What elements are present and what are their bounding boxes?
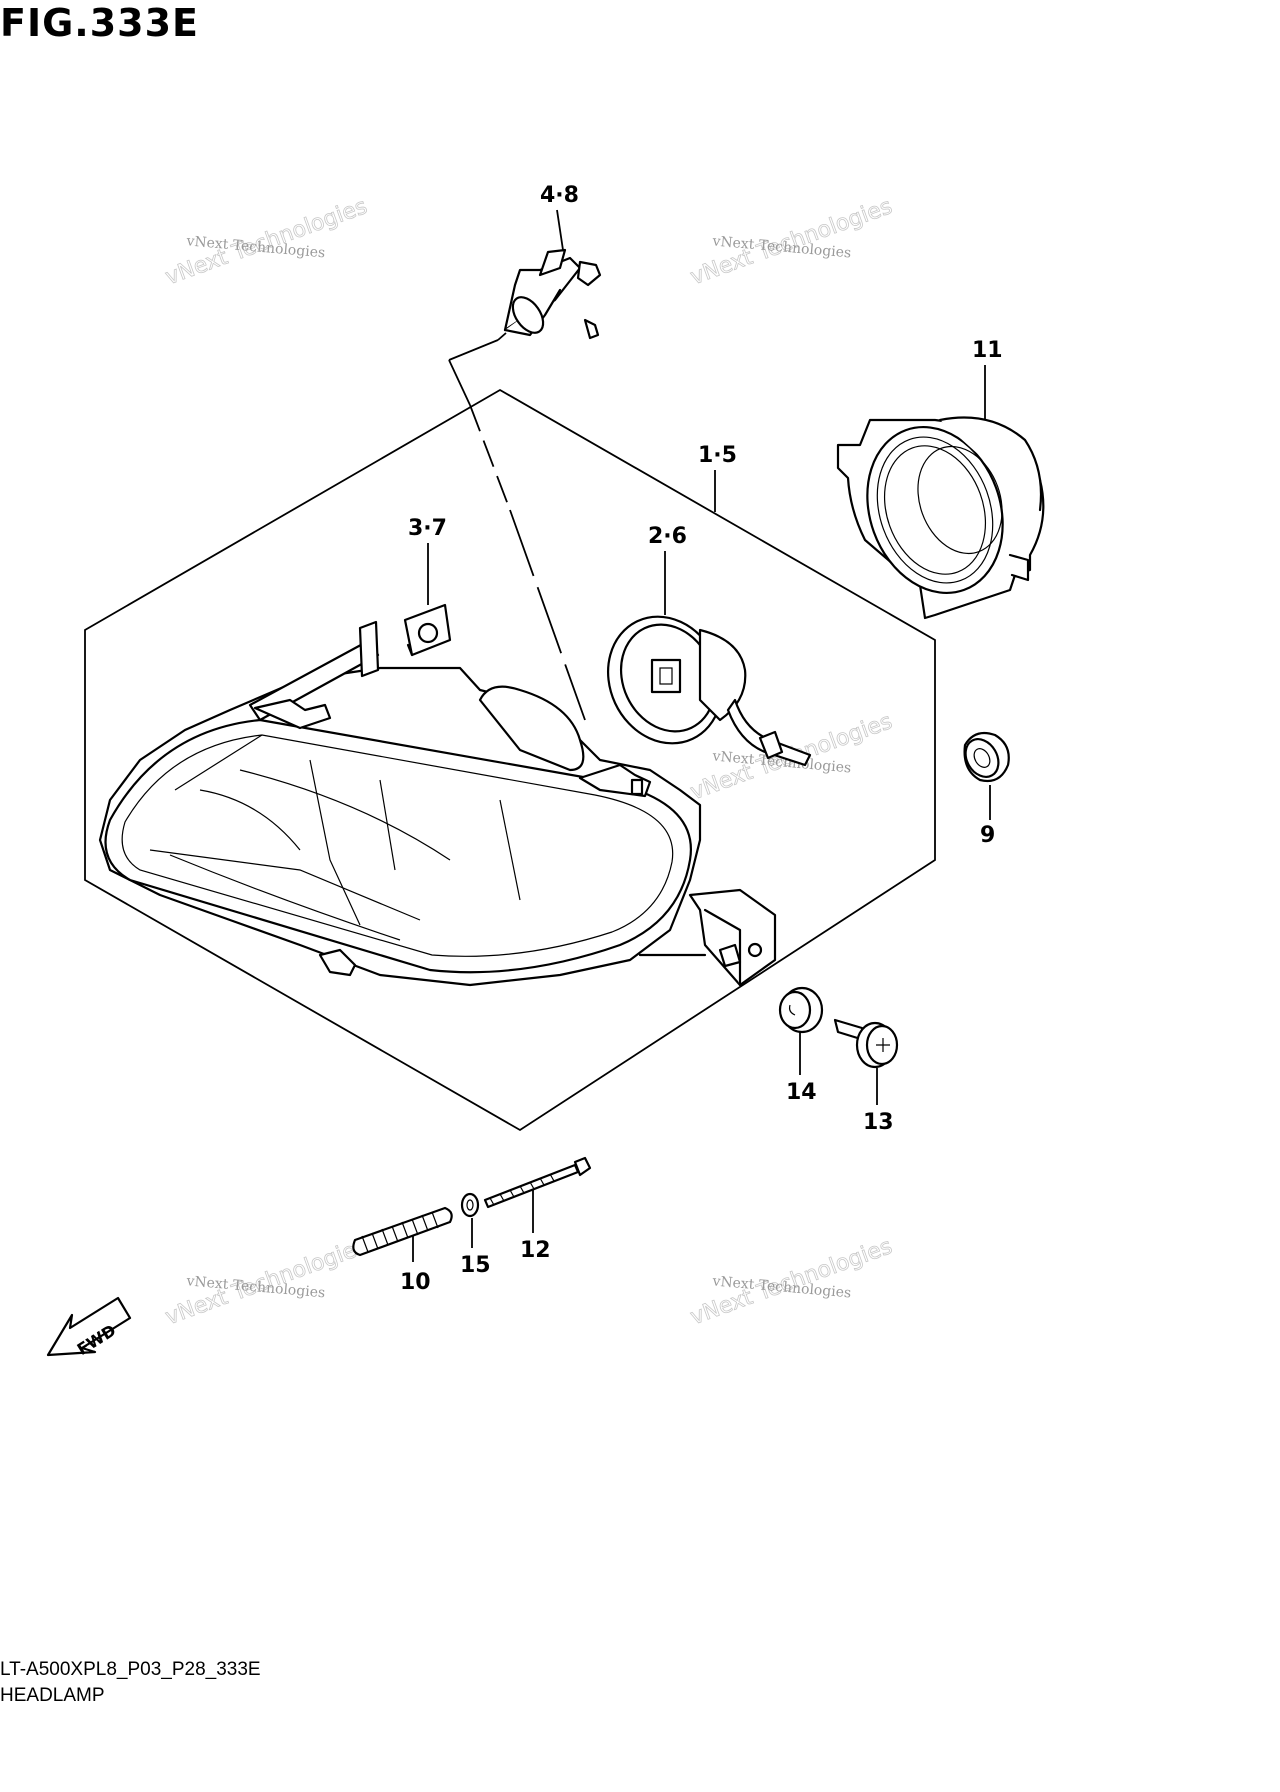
callout-1-5: 1·5	[698, 443, 737, 468]
headlamp-housing	[98, 620, 777, 987]
callout-4-8: 4·8	[540, 183, 579, 208]
screw-part	[833, 1018, 899, 1069]
bolt-part	[483, 1156, 592, 1209]
watermark-bottom-left: vNext Technologies vNext Technologies	[162, 1234, 371, 1331]
assembly-outline	[84, 388, 936, 1132]
callout-2-6: 2·6	[648, 524, 687, 549]
watermark-top-left: vNext Technologies vNext Technologies	[162, 194, 371, 291]
callout-15: 15	[460, 1253, 491, 1278]
figure-title: FIG.333E	[0, 1, 200, 45]
callout-9: 9	[980, 823, 995, 848]
fwd-arrow-icon: FWD	[46, 1296, 132, 1359]
callout-11: 11	[972, 338, 1003, 363]
clip-part	[403, 603, 452, 657]
callout-10: 10	[400, 1270, 431, 1295]
washer-part	[460, 1192, 480, 1218]
callout-14: 14	[786, 1080, 817, 1105]
callout-13: 13	[863, 1110, 894, 1135]
callout-3-7: 3·7	[408, 516, 447, 541]
watermark-bottom-right: vNext Technologies vNext Technologies	[687, 1234, 896, 1331]
watermark-top-right: vNext Technologies vNext Technologies	[687, 194, 896, 291]
spring-part	[352, 1206, 453, 1257]
socket-part	[606, 615, 812, 767]
diagram-code: LT-A500XPL8_P03_P28_333E	[0, 1659, 261, 1680]
bulb-part	[448, 248, 602, 721]
grommet-part	[963, 731, 1010, 783]
callout-12: 12	[520, 1238, 551, 1263]
leader-line	[556, 209, 564, 251]
ring-part	[836, 416, 1045, 620]
grommet-small-part	[778, 986, 824, 1034]
diagram-name: HEADLAMP	[0, 1685, 105, 1706]
